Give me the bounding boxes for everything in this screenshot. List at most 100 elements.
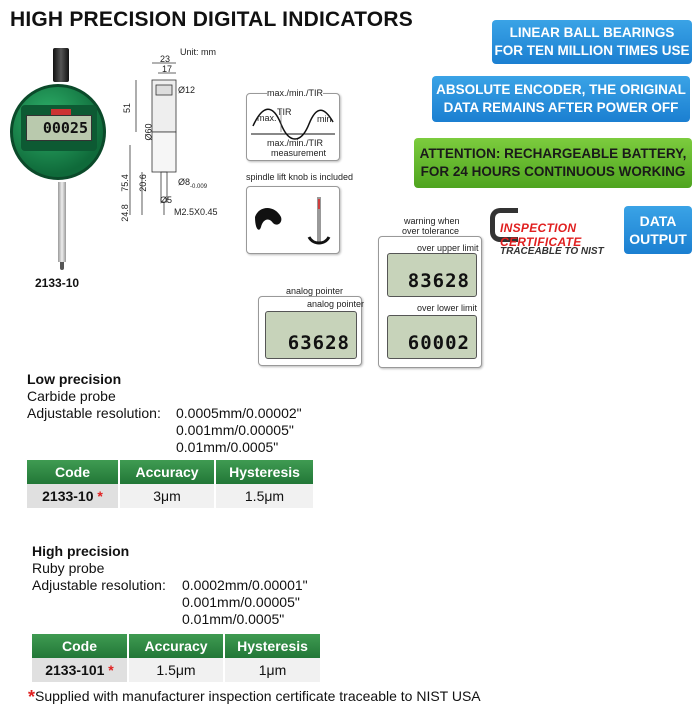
indicator-face: 00025 — [21, 105, 97, 151]
table-row: 2133-10 * 3μm 1.5μm — [27, 484, 313, 508]
warning-panel: over upper limit 83628 over lower limit … — [378, 236, 482, 368]
knob-caption: spindle lift knob is included — [246, 172, 354, 182]
technical-drawing: Unit: mm 23 17 Ø12 51 Ø60 75.4 20.6 24.8… — [118, 45, 243, 230]
lower-limit-label: over lower limit — [417, 303, 478, 313]
footnote-star: * — [28, 687, 36, 707]
tir-bottom-label-2: measurement — [271, 148, 327, 158]
feature-bearings-line2: FOR TEN MILLION TIMES USE — [494, 43, 690, 58]
row-star: * — [108, 662, 114, 678]
upper-limit-value: 83628 — [407, 270, 470, 292]
row-code: 2133-101 * — [32, 658, 129, 682]
tir-panel: max./min./TIR max. TIR min. max./min./TI… — [246, 88, 340, 161]
certificate-bracket-icon — [490, 208, 518, 242]
dim-d12: Ø12 — [178, 85, 196, 95]
dim-thread: M2.5X0.45 — [174, 207, 218, 217]
lower-limit-value: 60002 — [407, 332, 470, 354]
row-code-value: 2133-101 — [45, 662, 105, 678]
col-accuracy: Accuracy — [128, 634, 225, 658]
drawing-unit: Unit: mm — [180, 47, 216, 57]
feature-encoder-line2: DATA REMAINS AFTER POWER OFF — [443, 100, 679, 115]
indicator-tip — [60, 262, 64, 270]
indicator-dial: 00025 — [10, 84, 106, 180]
warning-caption-2: over tolerance — [402, 226, 460, 236]
high-precision-res-2: 0.001mm/0.00005" — [182, 594, 300, 610]
footnote-text: Supplied with manufacturer inspection ce… — [35, 688, 481, 704]
lower-limit-lcd: 60002 — [387, 315, 477, 359]
table-header-row: Code Accuracy Hysteresis — [27, 460, 313, 484]
row-hysteresis: 1.5μm — [215, 484, 313, 508]
row-code-value: 2133-10 — [42, 488, 94, 504]
dim-d8: Ø8-0.009 — [178, 177, 207, 190]
analog-caption: analog pointer — [286, 286, 344, 296]
data-output-line2: OUTPUT — [629, 231, 687, 247]
indicator-photo: 00025 — [8, 40, 108, 270]
feature-battery-line1: ATTENTION: RECHARGEABLE BATTERY, — [419, 146, 687, 161]
indicator-lcd: 00025 — [26, 115, 92, 141]
brand-logo-icon — [51, 109, 71, 115]
row-hysteresis: 1μm — [224, 658, 320, 682]
feature-battery: ATTENTION: RECHARGEABLE BATTERY, FOR 24 … — [414, 138, 692, 188]
high-precision-res-3: 0.01mm/0.0005" — [182, 611, 285, 627]
col-accuracy: Accuracy — [119, 460, 216, 484]
indicator-spindle — [58, 182, 66, 262]
tir-wave-icon — [251, 108, 335, 140]
tir-label: TIR — [277, 107, 292, 117]
feature-data-output: DATA OUTPUT — [624, 206, 692, 254]
low-precision-probe: Carbide probe — [27, 388, 116, 404]
low-precision-heading: Low precision — [27, 371, 122, 387]
drawing-lines — [129, 62, 177, 215]
high-precision-res-label: Adjustable resolution: — [32, 577, 166, 593]
col-hysteresis: Hysteresis — [224, 634, 320, 658]
warning-caption-1: warning when — [404, 216, 460, 226]
knob-icon — [255, 197, 331, 245]
table-row: 2133-101 * 1.5μm 1μm — [32, 658, 320, 682]
feature-encoder: ABSOLUTE ENCODER, THE ORIGINAL DATA REMA… — [432, 76, 690, 122]
indicator-stem — [53, 48, 69, 82]
feature-battery-line2: FOR 24 HOURS CONTINUOUS WORKING — [420, 164, 686, 179]
feature-bearings-line1: LINEAR BALL BEARINGS — [509, 25, 675, 40]
data-output-line1: DATA — [639, 213, 677, 229]
feature-encoder-line1: ABSOLUTE ENCODER, THE ORIGINAL — [436, 82, 686, 97]
table-header-row: Code Accuracy Hysteresis — [32, 634, 320, 658]
upper-limit-label: over upper limit — [417, 243, 479, 253]
model-label: 2133-10 — [35, 276, 80, 290]
certificate-subtitle: TRACEABLE TO NIST — [500, 246, 604, 257]
tir-max-label: max. — [257, 113, 277, 123]
analog-lcd: 63628 — [265, 311, 357, 359]
dim-d8-tolerance: -0.009 — [190, 183, 208, 190]
col-hysteresis: Hysteresis — [215, 460, 313, 484]
high-precision-heading: High precision — [32, 543, 130, 559]
analog-inner-label: analog pointer — [307, 299, 365, 309]
low-precision-res-label: Adjustable resolution: — [27, 405, 161, 421]
col-code: Code — [32, 634, 129, 658]
low-precision-res-2: 0.001mm/0.00005" — [176, 422, 294, 438]
certificate-word: INSPECTION CERTIFICATE — [500, 221, 582, 249]
row-code: 2133-10 * — [27, 484, 120, 508]
tir-min-label: min. — [317, 114, 335, 124]
dim-d8-value: Ø8 — [178, 177, 191, 187]
upper-limit-lcd: 83628 — [387, 253, 477, 297]
row-star: * — [97, 488, 103, 504]
dim-d5: Ø5 — [160, 195, 173, 205]
footnote: *Supplied with manufacturer inspection c… — [28, 687, 481, 708]
dim-20-6: 20.6 — [137, 174, 148, 192]
low-precision-table: Code Accuracy Hysteresis 2133-10 * 3μm 1… — [27, 460, 313, 508]
dim-51: 51 — [122, 102, 133, 114]
row-accuracy: 3μm — [119, 484, 216, 508]
low-precision-res-1: 0.0005mm/0.00002" — [176, 405, 302, 421]
dim-23: 23 — [160, 54, 171, 64]
high-precision-probe: Ruby probe — [32, 560, 105, 576]
analog-value: 63628 — [287, 332, 350, 354]
dim-75-4: 75.4 — [119, 174, 130, 192]
page-title: HIGH PRECISION DIGITAL INDICATORS — [10, 8, 413, 31]
low-precision-res-3: 0.01mm/0.0005" — [176, 439, 279, 455]
dim-24-8: 24.8 — [119, 204, 130, 222]
col-code: Code — [27, 460, 120, 484]
high-precision-res-1: 0.0002mm/0.00001" — [182, 577, 308, 593]
row-accuracy: 1.5μm — [128, 658, 225, 682]
tir-bottom-label-1: max./min./TIR — [267, 138, 324, 148]
tir-top-label: max./min./TIR — [267, 88, 324, 98]
analog-panel: analog pointer 63628 — [258, 296, 365, 366]
dim-d60: Ø60 — [143, 123, 154, 141]
feature-bearings: LINEAR BALL BEARINGS FOR TEN MILLION TIM… — [492, 20, 692, 64]
